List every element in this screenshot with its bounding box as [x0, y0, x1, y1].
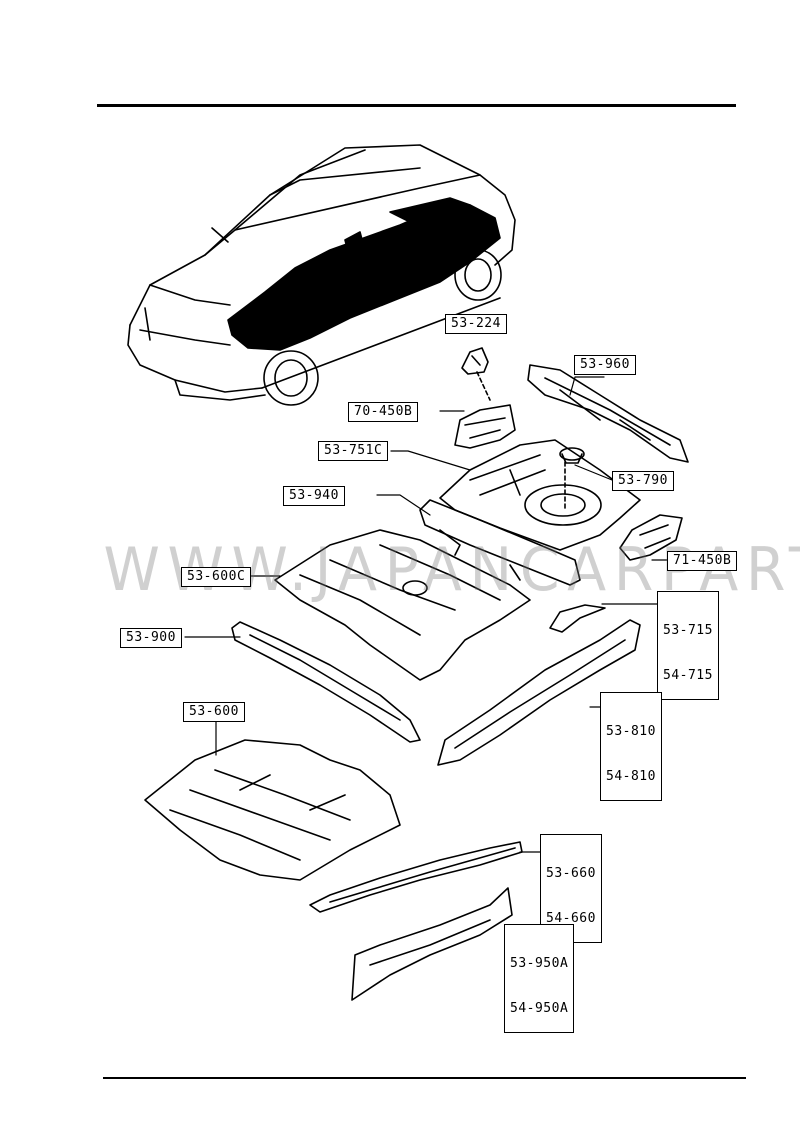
label-53-950a-54-950a[interactable]: 53-950A 54-950A — [504, 924, 575, 1033]
car-body-outline — [127, 144, 516, 406]
label-71-450b[interactable]: 71-450B — [667, 551, 738, 571]
label-70-450b[interactable]: 70-450B — [348, 402, 419, 422]
label-53-810: 53-810 — [606, 724, 656, 739]
label-53-224[interactable]: 53-224 — [445, 314, 507, 334]
part-53-950a-shape — [351, 887, 513, 1001]
label-53-950a: 53-950A — [510, 956, 569, 971]
label-53-810-54-810[interactable]: 53-810 54-810 — [600, 692, 662, 801]
part-71-450b-shape — [619, 514, 683, 561]
part-53-660-shape — [309, 841, 523, 913]
label-53-715-54-715[interactable]: 53-715 54-715 — [657, 591, 719, 700]
label-53-940[interactable]: 53-940 — [283, 486, 345, 506]
label-53-900[interactable]: 53-900 — [120, 628, 182, 648]
label-54-810: 54-810 — [606, 769, 656, 784]
part-53-810-shape — [437, 619, 641, 766]
part-70-450b-shape — [454, 404, 516, 449]
part-53-600c-shape — [274, 529, 531, 681]
floor-highlight — [227, 204, 501, 351]
label-53-600[interactable]: 53-600 — [183, 702, 245, 722]
label-53-790[interactable]: 53-790 — [612, 471, 674, 491]
part-53-751c-shape — [439, 439, 641, 551]
top-rule — [97, 104, 736, 107]
part-53-940-shape — [419, 499, 581, 586]
part-53-715-shape — [549, 604, 606, 633]
part-53-600-shape — [144, 739, 401, 881]
label-54-950a: 54-950A — [510, 1001, 569, 1016]
part-53-960-shape — [527, 364, 689, 463]
part-53-790-shape — [559, 447, 585, 461]
part-53-224-shape — [461, 347, 489, 375]
bottom-rule — [103, 1077, 746, 1079]
label-53-960[interactable]: 53-960 — [574, 355, 636, 375]
part-53-900-shape — [231, 621, 421, 743]
label-54-715: 54-715 — [663, 668, 713, 683]
label-53-715: 53-715 — [663, 623, 713, 638]
label-54-660: 54-660 — [546, 911, 596, 926]
label-53-660: 53-660 — [546, 866, 596, 881]
label-53-600c[interactable]: 53-600C — [181, 567, 252, 587]
label-53-751c[interactable]: 53-751C — [318, 441, 389, 461]
